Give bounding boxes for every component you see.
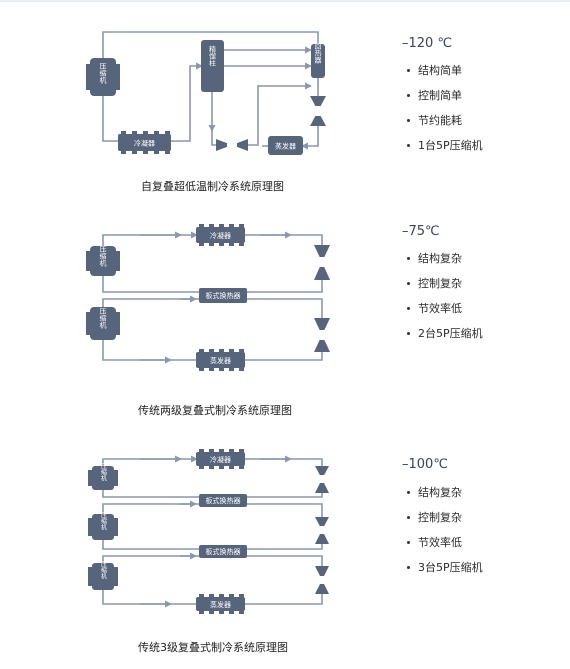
compressor-label: 压缩机 [99, 63, 107, 85]
feature-text: 控制复杂 [418, 511, 462, 524]
condenser-label-2: 冷凝器 [210, 231, 231, 240]
compressor-3a-label: 压缩机 [100, 463, 107, 482]
feature-1-1: 结构简单 [407, 62, 462, 78]
compressor-3c-label: 压缩机 [100, 561, 107, 580]
distillation-column: 精馏柱 [201, 40, 224, 92]
plate-exchanger-label-3b: 板式换热器 [206, 547, 241, 556]
compressor-1-label: 压缩机 [99, 246, 107, 268]
feature-2-2: 控制复杂 [407, 275, 462, 291]
heat-exchanger: 回热器 [311, 43, 325, 78]
temperature-3: –100℃ [402, 457, 448, 472]
feature-text: 2台5P压缩机 [418, 327, 483, 340]
caption-2: 传统两级复叠式制冷系统原理图 [138, 404, 292, 417]
evaporator: 蒸发器 [268, 136, 303, 155]
feature-text: 结构复杂 [418, 252, 462, 265]
feature-2-4: 2台5P压缩机 [407, 325, 483, 341]
feature-text: 控制复杂 [418, 277, 462, 290]
evaporator-label: 蒸发器 [275, 142, 296, 151]
feature-text: 结构简单 [418, 64, 462, 77]
compressor-2-label: 压缩机 [99, 308, 107, 330]
feature-3-2: 控制复杂 [407, 509, 462, 525]
feature-1-4: 1台5P压缩机 [407, 137, 483, 153]
feature-text: 节约能耗 [418, 114, 462, 127]
feature-3-1: 结构复杂 [407, 484, 462, 500]
evaporator: 蒸发器 [196, 349, 245, 371]
column-label: 精馏柱 [209, 45, 217, 68]
temperature-2: –75℃ [402, 224, 440, 239]
plate-heat-exchanger: 板式换热器 [199, 288, 247, 303]
feature-2-1: 结构复杂 [407, 250, 462, 266]
feature-3-3: 节效率低 [407, 534, 462, 550]
feature-1-3: 节约能耗 [407, 112, 462, 128]
feature-text: 控制简单 [418, 89, 462, 102]
expansion-valve-1 [216, 139, 248, 151]
evaporator-label-2: 蒸发器 [210, 356, 231, 365]
feature-1-2: 控制简单 [407, 87, 462, 103]
compressor-1: 压缩机 [86, 246, 120, 276]
plate-heat-exchanger-1: 板式换热器 [199, 494, 247, 507]
condenser: 冷凝器 [196, 449, 245, 469]
feature-text: 结构复杂 [418, 486, 462, 499]
compressor-3b-label: 压缩机 [100, 512, 107, 531]
plate-exchanger-label: 板式换热器 [206, 291, 241, 300]
condenser-label: 冷凝器 [134, 139, 155, 148]
evaporator-label-3: 蒸发器 [210, 600, 231, 609]
compressor-2: 压缩机 [88, 512, 118, 540]
compressor-1: 压缩机 [88, 463, 118, 490]
feature-text: 节效率低 [418, 302, 462, 315]
feature-2-3: 节效率低 [407, 300, 462, 316]
feature-3-4: 3台5P压缩机 [407, 559, 483, 575]
compressor: 压缩机 [86, 58, 120, 96]
expansion-valve-1 [315, 466, 329, 493]
condenser: 冷凝器 [196, 224, 245, 246]
plate-exchanger-label-3a: 板式换热器 [206, 496, 241, 505]
diagram-three-stage-cascade: 压缩机 冷凝器 板式换热器 压缩机 板式换热器 [88, 449, 329, 614]
condenser: 冷凝器 [118, 131, 171, 154]
temperature-1: –120 ℃ [402, 36, 453, 51]
expansion-valve-3 [315, 566, 329, 594]
diagram-two-stage-cascade: 压缩机 冷凝器 板式换热器 压缩机 [86, 224, 330, 371]
heat-exchanger-label: 回热器 [314, 43, 322, 65]
compressor-2: 压缩机 [86, 307, 120, 340]
compressor-3: 压缩机 [88, 561, 118, 590]
expansion-valve-1 [314, 245, 330, 280]
expansion-valve-2 [310, 96, 326, 126]
top-divider [0, 0, 570, 2]
evaporator: 蒸发器 [196, 594, 245, 614]
feature-text: 1台5P压缩机 [418, 139, 483, 152]
feature-text: 3台5P压缩机 [418, 561, 483, 574]
diagram-auto-cascade: 压缩机 冷凝器 精馏柱 回热器 [86, 31, 326, 155]
plate-heat-exchanger-2: 板式换热器 [199, 545, 247, 558]
condenser-label-3: 冷凝器 [210, 455, 231, 464]
expansion-valve-2 [315, 517, 329, 544]
expansion-valve-2 [314, 318, 330, 352]
caption-1: 自复叠超低温制冷系统原理图 [141, 180, 284, 193]
caption-3: 传统3级复叠式制冷系统原理图 [138, 641, 288, 654]
feature-text: 节效率低 [418, 536, 462, 549]
